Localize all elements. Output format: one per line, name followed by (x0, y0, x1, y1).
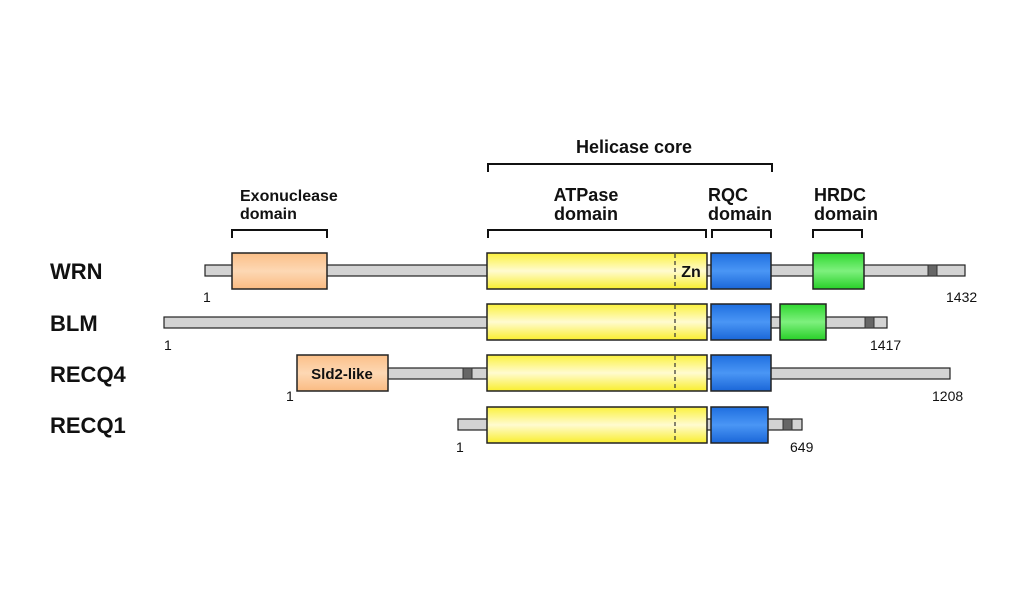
hrdc-bracket (812, 229, 863, 238)
protein-row-recq1: RECQ1 1 649 (50, 406, 814, 455)
end-residue: 649 (790, 439, 814, 455)
start-residue: 1 (164, 337, 172, 353)
protein-row-wrn: WRN Zn 1 1432 (50, 252, 977, 305)
hrdc-header: HRDC domain (812, 185, 878, 238)
nls-marker (927, 264, 938, 277)
exonuclease-label-line1: Exonuclease (240, 188, 338, 205)
exonuclease-header: Exonuclease domain (231, 188, 338, 238)
sld2-like-domain (296, 354, 389, 392)
nls-marker (782, 418, 793, 431)
exonuclease-bracket (231, 229, 328, 238)
end-residue: 1432 (946, 289, 977, 305)
sld2-like-label: Sld2-like (311, 366, 373, 383)
helicase-core-bracket (487, 163, 773, 172)
protein-name: RECQ4 (50, 362, 127, 387)
rqc-label-line1: RQC (708, 185, 748, 205)
helicase-core-label: Helicase core (576, 137, 692, 157)
rqc-domain (710, 354, 772, 392)
protein-row-recq4: RECQ4 Sld2-like 1 1208 (50, 354, 963, 404)
hrdc-domain (779, 303, 827, 341)
rqc-domain (710, 252, 772, 290)
atpase-header: ATPase domain (487, 185, 707, 238)
atpase-domain (486, 406, 708, 444)
protein-name: BLM (50, 311, 98, 336)
atpase-bracket (487, 229, 707, 238)
exonuclease-label-line2: domain (240, 206, 297, 223)
atpase-domain (486, 252, 708, 290)
start-residue: 1 (286, 388, 294, 404)
rqc-domain (710, 303, 772, 341)
hrdc-label-line2: domain (814, 204, 878, 224)
rqc-domain (710, 406, 769, 444)
exonuclease-domain (231, 252, 328, 290)
atpase-label-line1: ATPase (554, 185, 619, 205)
rqc-label-line2: domain (708, 204, 772, 224)
hrdc-domain (812, 252, 865, 290)
protein-name: RECQ1 (50, 413, 126, 438)
end-residue: 1417 (870, 337, 901, 353)
atpase-domain (486, 354, 708, 392)
hrdc-label-line1: HRDC (814, 185, 866, 205)
atpase-domain (486, 303, 708, 341)
protein-name: WRN (50, 259, 103, 284)
protein-row-blm: BLM 1 1417 (50, 303, 901, 353)
rqc-bracket (711, 229, 772, 238)
zn-label: Zn (681, 264, 701, 281)
start-residue: 1 (456, 439, 464, 455)
start-residue: 1 (203, 289, 211, 305)
helicase-core-header: Helicase core (487, 137, 773, 172)
nls-marker (462, 367, 473, 380)
end-residue: 1208 (932, 388, 963, 404)
atpase-label-line2: domain (554, 204, 618, 224)
rqc-header: RQC domain (708, 185, 772, 238)
nls-marker (864, 316, 875, 329)
